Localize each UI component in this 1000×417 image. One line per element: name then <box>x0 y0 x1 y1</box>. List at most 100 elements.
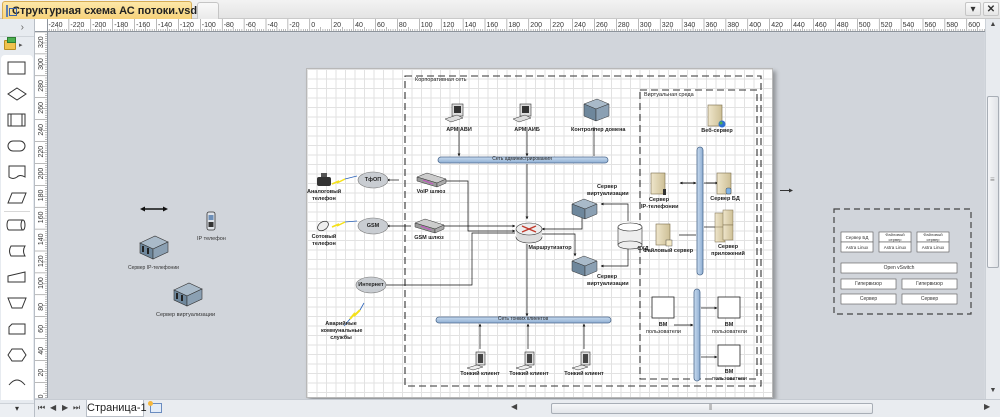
shape-manual-operation[interactable] <box>1 290 33 316</box>
ruler-label: -20 <box>289 22 299 29</box>
ruler-label: 60 <box>377 22 385 29</box>
server-box[interactable] <box>840 293 897 305</box>
vm-users-label-2: пользователи <box>712 376 747 382</box>
scroll-down-button[interactable]: ▼ <box>989 387 997 394</box>
last-page-button[interactable]: ⏭ <box>73 403 81 412</box>
shape-parallelogram[interactable] <box>1 185 33 211</box>
ruler-label: -220 <box>70 22 84 29</box>
thin-client-label: Тонкий клиент <box>509 371 549 377</box>
ruler-label: 180 <box>508 22 520 29</box>
stencil-scroll-down[interactable]: ▾ <box>0 403 34 417</box>
switch-box[interactable] <box>840 262 958 274</box>
window-menu-button[interactable]: ▾ <box>965 2 981 16</box>
ruler-label: 0 <box>311 22 315 29</box>
bidirectional-arrow[interactable] <box>139 205 169 213</box>
ruler-label: 460 <box>815 22 827 29</box>
drawing-page[interactable]: Корпоративная сеть Виртуальная среда АРМ… <box>306 68 773 398</box>
ruler-label: -180 <box>114 22 128 29</box>
vertical-scrollbar[interactable]: ▲ ▼ <box>985 19 1000 399</box>
shape-predefined-process[interactable] <box>1 107 33 133</box>
more-shapes-button[interactable]: ▸ <box>0 37 34 53</box>
virt-server-icon[interactable] <box>171 280 205 308</box>
db-server-icon <box>716 172 732 195</box>
virt-server-bottom-label: Сервер <box>596 274 618 280</box>
ruler-label: 440 <box>793 22 805 29</box>
vm-box[interactable] <box>878 231 912 253</box>
ruler-label: 220 <box>552 22 564 29</box>
ruler-label: 120 <box>38 255 45 267</box>
shape-document[interactable] <box>1 159 33 185</box>
page-tab-1[interactable]: Страница-1 <box>86 400 147 417</box>
hypervisor-box[interactable] <box>901 278 958 290</box>
scroll-right-button[interactable]: ▶ <box>984 402 991 411</box>
horizontal-scroll-thumb[interactable] <box>551 403 873 414</box>
thin-bus-label: Сеть тонких клиентов <box>497 316 549 322</box>
ip-telephony-server-icon <box>650 172 666 195</box>
expand-shapes-button[interactable]: › <box>0 19 34 37</box>
ip-phone-icon[interactable] <box>204 210 218 232</box>
insert-page-icon[interactable] <box>148 401 162 413</box>
ip-phone-server-icon[interactable] <box>137 233 171 261</box>
arrow-right-shape[interactable] <box>780 188 794 193</box>
shape-direct-data[interactable] <box>1 212 33 238</box>
horizontal-ruler[interactable]: -240-220-200-180-160-140-120-100-80-60-4… <box>35 19 985 32</box>
ruler-label: -240 <box>49 22 63 29</box>
document-tab-bar: Структурная схема АС потоки.vsd × ▾ ✕ <box>0 0 1000 19</box>
gsm-gateway-icon <box>414 218 445 234</box>
arm-avi-label: АРМ АВИ <box>446 127 472 133</box>
ruler-label: 360 <box>706 22 718 29</box>
ruler-label: 500 <box>859 22 871 29</box>
close-window-button[interactable]: ✕ <box>983 2 999 16</box>
admin-bus-label: Сеть администрирования <box>492 156 552 162</box>
document-tab[interactable]: Структурная схема АС потоки.vsd × <box>2 1 204 19</box>
ruler-label: 540 <box>903 22 915 29</box>
thin-client-icon <box>515 351 535 371</box>
web-server-label: Веб-сервер <box>701 128 733 134</box>
server-box[interactable] <box>901 293 958 305</box>
app-server-icon <box>714 209 734 243</box>
file-server-icon <box>655 223 673 247</box>
analog-phone-label: Аналоговый <box>307 189 342 195</box>
arm-aib-label: АРМ АИБ <box>514 127 540 133</box>
drawing-canvas[interactable]: IP телефон Сервер IP-телефонии Сервер ви… <box>49 33 984 399</box>
shape-stored-data[interactable] <box>1 238 33 264</box>
thin-client-icon <box>466 351 486 371</box>
shape-hexagon[interactable] <box>1 342 33 368</box>
hypervisor-box[interactable] <box>840 278 897 290</box>
vm-top-label: Сервер БД <box>845 235 869 240</box>
horizontal-scrollbar[interactable]: ◀ ▶ <box>507 402 1000 416</box>
shape-off-page-card[interactable] <box>1 316 33 342</box>
new-tab-button[interactable] <box>197 2 219 19</box>
db-server-label: Сервер БД <box>710 196 740 202</box>
virtualization-server-icon <box>571 255 598 277</box>
page-navigation-bar: ⏮ ◀ ▶ ⏭ Страница-1 ◀ ▶ <box>35 399 1000 417</box>
shape-arc[interactable] <box>1 368 33 394</box>
prev-page-button[interactable]: ◀ <box>50 403 57 412</box>
scroll-left-button[interactable]: ◀ <box>511 402 518 411</box>
vm-box[interactable] <box>916 231 950 253</box>
vertical-scroll-thumb[interactable] <box>987 96 999 268</box>
vm-users-label: ВМ <box>724 369 734 375</box>
ruler-label: 300 <box>640 22 652 29</box>
next-page-button[interactable]: ▶ <box>62 403 69 412</box>
vm-users-label: ВМ <box>658 322 668 328</box>
vm-bus <box>693 288 701 382</box>
ruler-label: 40 <box>38 347 45 355</box>
shape-manual-input[interactable] <box>1 264 33 290</box>
ruler-corner[interactable] <box>35 19 48 32</box>
vm-users-label: ВМ <box>724 322 734 328</box>
gsm-label: GSM <box>366 223 380 229</box>
shape-rectangle[interactable] <box>1 55 33 81</box>
virtualization-stack-diagram[interactable] <box>833 208 973 316</box>
analog-phone-label-2: телефон <box>312 196 336 202</box>
shape-diamond[interactable] <box>1 81 33 107</box>
shape-terminator[interactable] <box>1 133 33 159</box>
first-page-button[interactable]: ⏮ <box>38 403 46 412</box>
ruler-label: 40 <box>355 22 363 29</box>
router-label: Маршрутизатор <box>528 245 572 251</box>
vm-box[interactable] <box>840 231 874 253</box>
emergency-label-3: службы <box>330 335 352 341</box>
scroll-up-button[interactable]: ▲ <box>989 21 997 28</box>
